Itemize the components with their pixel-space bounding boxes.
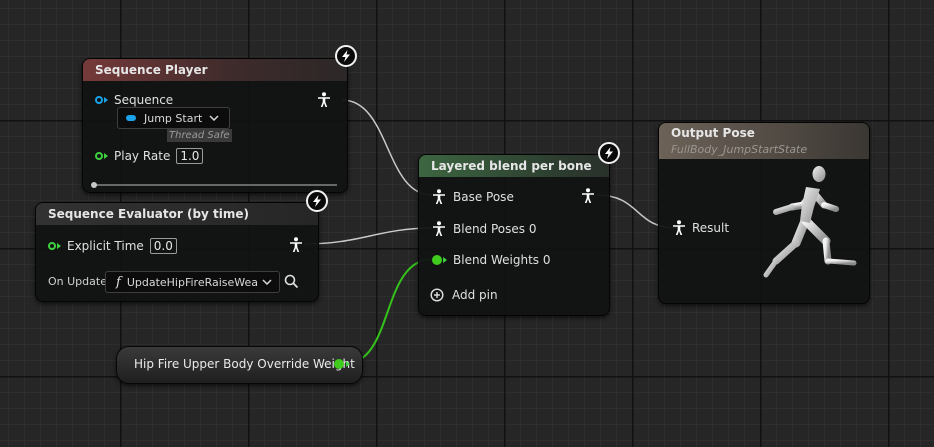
- sequence-asset-dropdown[interactable]: Jump Start: [117, 107, 230, 129]
- chevron-down-icon: [209, 115, 219, 121]
- fast-path-bolt-icon: [306, 190, 328, 212]
- chevron-down-icon: [262, 279, 272, 285]
- play-rate-pin[interactable]: Play Rate 1.0: [95, 148, 204, 164]
- sequence-pin[interactable]: Sequence: [95, 93, 173, 107]
- output-pose-node[interactable]: Output Pose FullBody_JumpStartState Resu…: [658, 122, 870, 304]
- pin-arrow-icon: [104, 97, 108, 103]
- blend-weights-pin[interactable]: Blend Weights 0: [432, 253, 551, 267]
- play-rate-pin-icon[interactable]: [95, 152, 103, 160]
- pose-output-pin[interactable]: [317, 92, 331, 108]
- explicit-time-pin[interactable]: Explicit Time 0.0: [48, 238, 177, 254]
- add-circle-icon: [430, 288, 444, 302]
- on-update-label: On Update: [48, 275, 107, 288]
- sequence-pin-icon[interactable]: [95, 96, 103, 104]
- pin-arrow-icon: [443, 257, 447, 263]
- add-pin-button[interactable]: Add pin: [430, 288, 498, 302]
- wire-sequence-to-base-pose: [341, 99, 433, 196]
- search-icon: [284, 274, 299, 289]
- anim-sequence-icon: [126, 115, 136, 121]
- sequence-evaluator-node[interactable]: Sequence Evaluator (by time) Explicit Ti…: [35, 202, 319, 302]
- explicit-time-pin-icon[interactable]: [48, 242, 56, 250]
- variable-label: Hip Fire Upper Body Override Weight: [134, 357, 355, 371]
- pose-figure-icon: [318, 92, 330, 107]
- variable-output-pin-icon[interactable]: [334, 359, 344, 369]
- pose-output-pin[interactable]: [289, 237, 303, 253]
- output-pose-subtitle: FullBody_JumpStartState: [671, 143, 808, 156]
- explicit-time-label: Explicit Time: [67, 239, 144, 253]
- fast-path-bolt-icon: [598, 142, 620, 164]
- layered-blend-node[interactable]: Layered blend per bone Base Pose Blend P…: [418, 154, 610, 316]
- hip-fire-weight-variable-node[interactable]: Hip Fire Upper Body Override Weight: [116, 346, 363, 384]
- running-mannequin-icon: [763, 166, 857, 278]
- thread-safe-badge: Thread Safe: [167, 129, 232, 142]
- add-pin-label: Add pin: [452, 288, 498, 302]
- output-pose-header: Output Pose FullBody_JumpStartState: [659, 123, 869, 159]
- sequence-player-node[interactable]: Sequence Player Sequence Jump Start Thre…: [82, 58, 348, 193]
- pose-figure-icon: [290, 237, 302, 252]
- pin-arrow-icon: [104, 153, 108, 159]
- fast-path-bolt-icon: [335, 45, 357, 67]
- base-pose-label: Base Pose: [453, 190, 514, 204]
- position-slider-knob[interactable]: [91, 182, 97, 188]
- blend-poses-pin[interactable]: Blend Poses 0: [432, 221, 536, 237]
- result-label: Result: [692, 221, 730, 235]
- search-function-button[interactable]: [284, 274, 299, 289]
- base-pose-pin[interactable]: Base Pose: [432, 189, 514, 205]
- on-update-function-value: UpdateHipFireRaiseWea: [126, 275, 259, 289]
- pose-output-pin[interactable]: [581, 188, 595, 204]
- sequence-player-title: Sequence Player: [83, 59, 347, 81]
- pose-figure-icon: [582, 188, 594, 203]
- blend-weights-label: Blend Weights 0: [453, 253, 551, 267]
- position-slider-track[interactable]: [93, 184, 337, 186]
- layered-blend-title: Layered blend per bone: [419, 155, 609, 177]
- output-pose-title: Output Pose: [671, 126, 755, 140]
- pose-figure-icon[interactable]: [432, 189, 446, 205]
- blend-weights-pin-icon[interactable]: [432, 255, 442, 265]
- play-rate-input[interactable]: 1.0: [176, 148, 204, 164]
- pose-figure-icon[interactable]: [432, 221, 446, 237]
- play-rate-label: Play Rate: [114, 149, 171, 163]
- explicit-time-input[interactable]: 0.0: [149, 238, 177, 254]
- sequence-label: Sequence: [114, 93, 174, 107]
- pin-arrow-icon: [57, 243, 61, 249]
- on-update-function-dropdown[interactable]: f UpdateHipFireRaiseWea: [105, 271, 280, 293]
- pose-figure-icon[interactable]: [672, 220, 686, 236]
- function-icon: f: [116, 274, 121, 290]
- pin-arrow-icon: [346, 361, 350, 367]
- sequence-evaluator-title: Sequence Evaluator (by time): [36, 203, 318, 225]
- sequence-asset-value: Jump Start: [144, 111, 203, 125]
- blend-poses-label: Blend Poses 0: [453, 222, 537, 236]
- result-pin[interactable]: Result: [672, 220, 729, 236]
- wire-evaluator-to-blend-poses: [304, 227, 433, 245]
